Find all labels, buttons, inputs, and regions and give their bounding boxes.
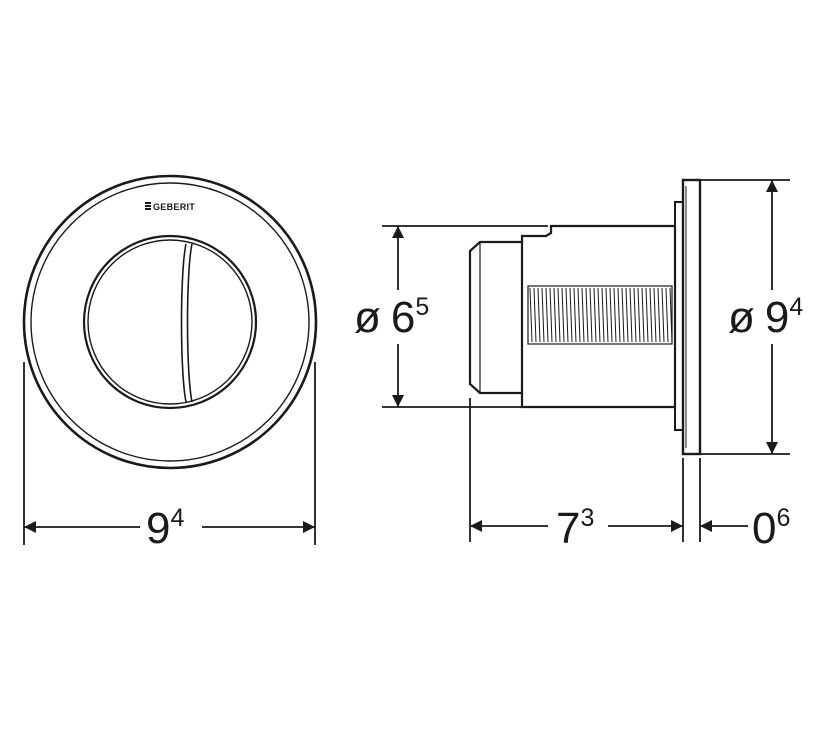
side-view <box>468 178 702 456</box>
thread-line <box>613 287 617 343</box>
body-depth-dimension <box>469 398 684 542</box>
front-view <box>22 174 318 470</box>
main-body <box>520 224 677 409</box>
thread-line <box>605 287 609 343</box>
thread-line <box>553 287 557 343</box>
thread-line <box>633 287 637 343</box>
body-depth-label: 73 <box>556 504 594 553</box>
body-diameter-dimension <box>382 225 548 408</box>
thread-line <box>657 287 661 343</box>
thread-line <box>561 287 565 343</box>
thread-line <box>637 287 641 343</box>
thread-line <box>645 287 649 343</box>
thread-line <box>541 287 545 343</box>
thread-line <box>621 287 625 343</box>
thread-line <box>649 287 653 343</box>
thread-pattern <box>529 287 673 343</box>
thread-line <box>565 287 569 343</box>
thread-line <box>537 287 541 343</box>
front-outer-rim <box>22 174 318 470</box>
thread-band <box>527 285 673 345</box>
thread-line <box>569 287 573 343</box>
thread-line <box>653 287 657 343</box>
thread-line <box>665 287 669 343</box>
thread-line <box>597 287 601 343</box>
thread-line <box>545 287 549 343</box>
front-cap <box>468 240 522 395</box>
thread-line <box>533 287 537 343</box>
thread-line <box>549 287 553 343</box>
button-ring-inner <box>87 239 253 405</box>
thread-line <box>573 287 577 343</box>
thread-line <box>557 287 561 343</box>
front-inner-rim <box>30 182 310 462</box>
logo-mark-icon <box>145 202 151 210</box>
thread-line <box>617 287 621 343</box>
button-ring-outer <box>82 234 258 410</box>
thread-line <box>589 287 593 343</box>
geberit-logo: GEBERIT <box>145 202 195 212</box>
front-width-dimension <box>23 362 316 545</box>
thread-line <box>609 287 613 343</box>
thread-line <box>585 287 589 343</box>
thread-line <box>529 287 533 343</box>
flange-step <box>674 201 684 431</box>
thread-line <box>577 287 581 343</box>
button-split-line <box>180 243 193 403</box>
logo-text: GEBERIT <box>153 202 195 212</box>
front-width-label: 94 <box>146 504 184 553</box>
flange-diameter-dimension <box>700 179 790 455</box>
thread-line <box>641 287 645 343</box>
thread-line <box>661 287 665 343</box>
thread-line <box>601 287 605 343</box>
flange-thickness-dimension <box>699 458 748 542</box>
flange-thickness-label: 06 <box>752 504 790 553</box>
thread-line <box>593 287 597 343</box>
thread-line <box>629 287 633 343</box>
thread-line <box>581 287 585 343</box>
flange-plate <box>681 178 702 456</box>
thread-line <box>625 287 629 343</box>
